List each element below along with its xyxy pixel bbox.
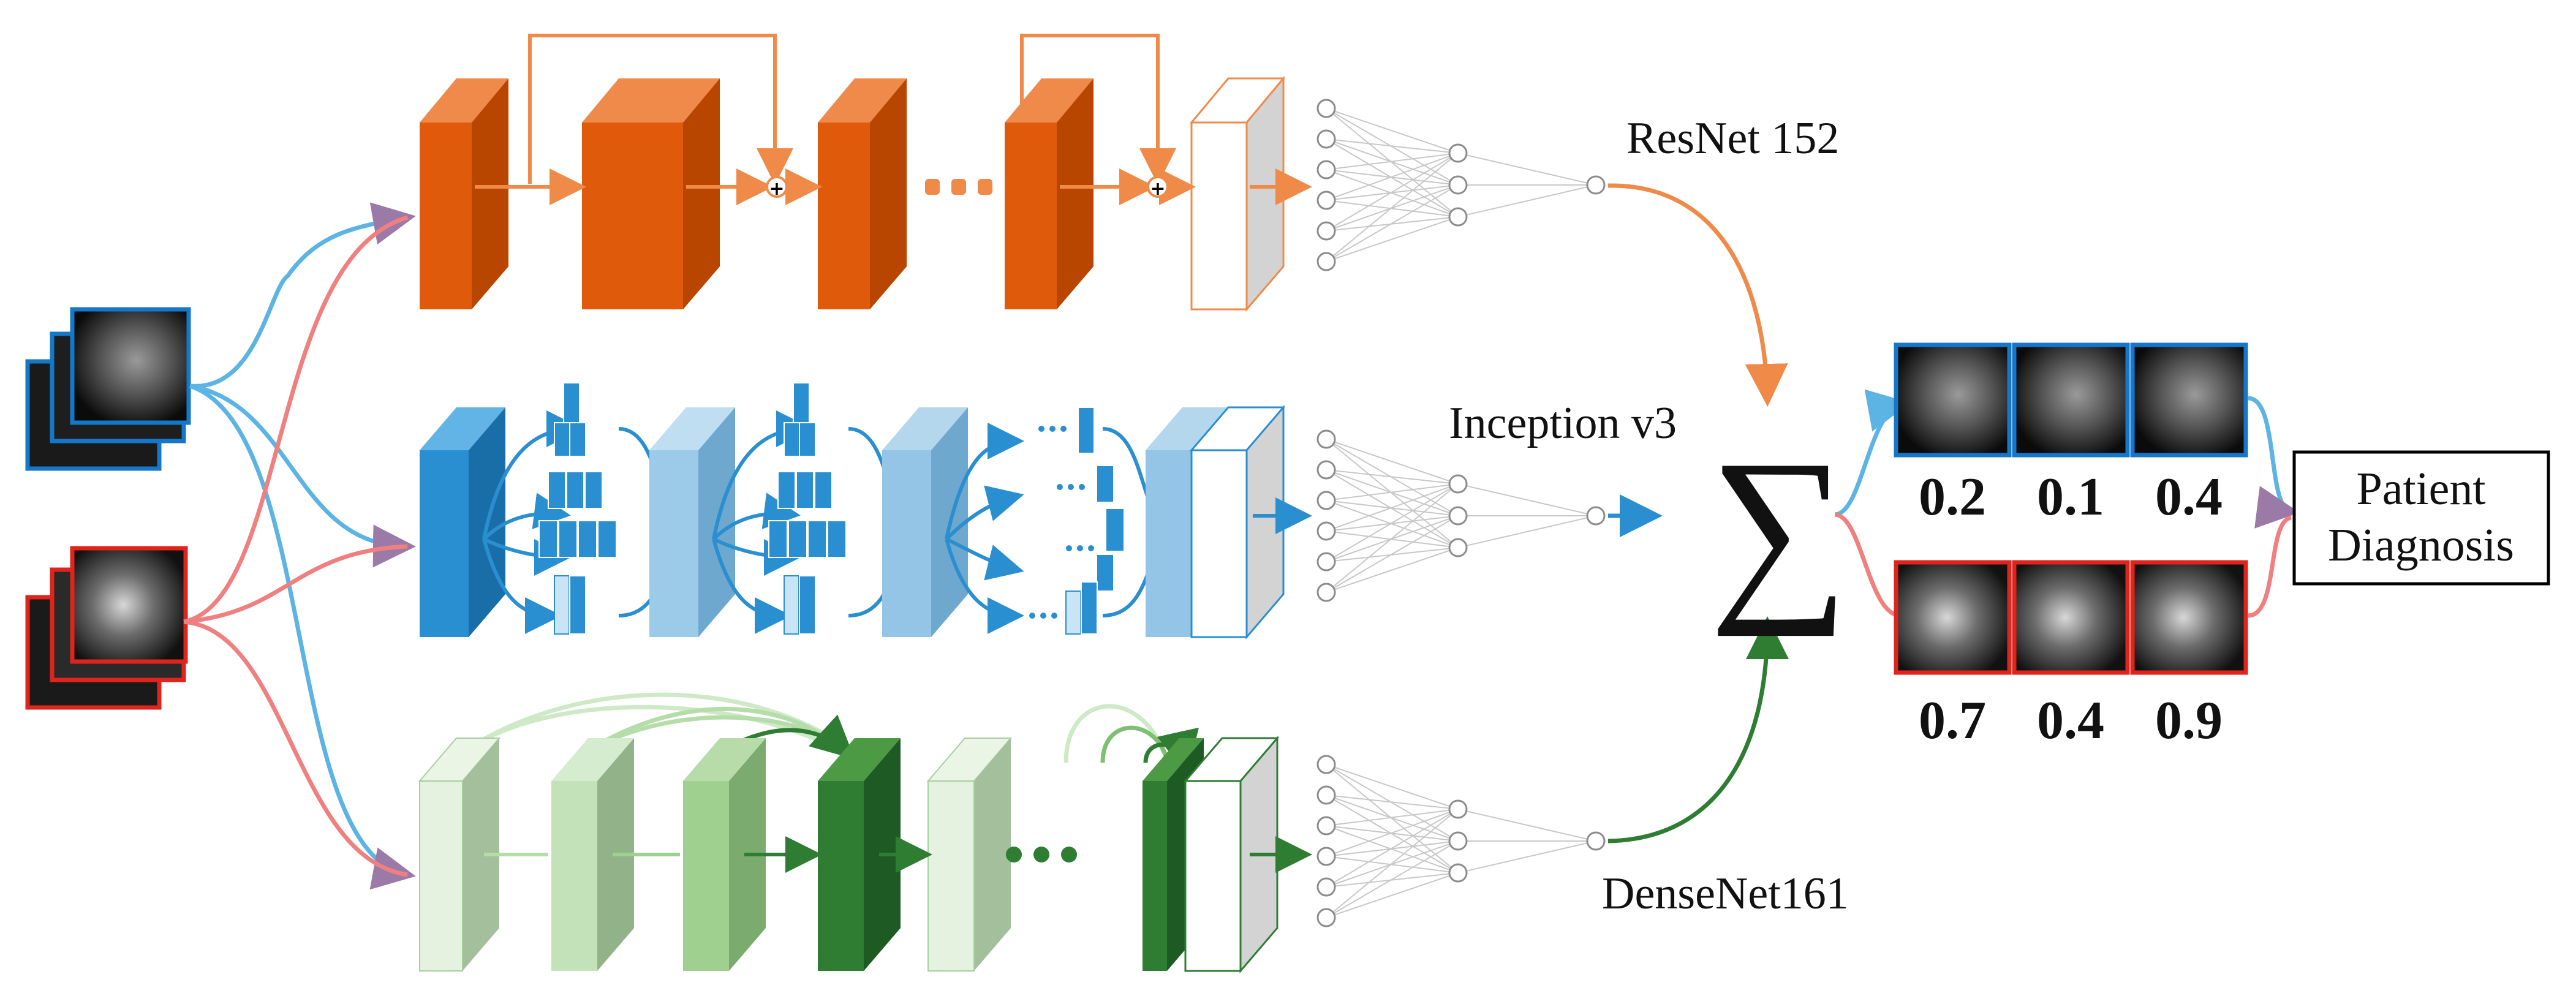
inception-module-2	[768, 382, 847, 635]
densenet-layer	[926, 738, 1013, 972]
inception-module-3	[1065, 407, 1125, 635]
inception-label: Inception v3	[1449, 398, 1677, 448]
resnet-fc-node	[1316, 160, 1336, 179]
resnet-fc-node	[1316, 221, 1336, 241]
densenet-fc-node	[1448, 831, 1468, 851]
densenet-fc-node	[1316, 877, 1336, 897]
inception-fc-node	[1316, 583, 1336, 602]
densenet-fc-node	[1448, 799, 1468, 819]
model-to-ensemble-paths	[1607, 183, 1789, 843]
resnet-layer	[818, 78, 907, 309]
densenet-branch	[418, 692, 1312, 974]
input-images-blue	[25, 307, 191, 471]
resnet-add-node: +	[1147, 176, 1169, 200]
inception-fc-node	[1448, 506, 1468, 526]
score-red-2: 0.4	[2037, 691, 2104, 750]
densenet-fc-node	[1316, 908, 1336, 927]
inception-fc-node	[1448, 538, 1468, 557]
densenet-label: DenseNet161	[1602, 869, 1849, 919]
resnet-fc-node	[1586, 175, 1606, 195]
scored-images-blue	[1894, 342, 2248, 458]
resnet-branch: + +	[420, 34, 1312, 312]
inception-feature-output	[1189, 404, 1286, 640]
resnet-layer	[1005, 78, 1093, 309]
fully-connected-heads	[1316, 99, 1606, 927]
input-routing-paths	[183, 202, 416, 890]
densenet-dense-connections	[464, 692, 1199, 774]
densenet-fc-node	[1316, 816, 1336, 836]
diagnosis-line-1: Patient	[2356, 463, 2485, 515]
inception-fc-node	[1316, 429, 1336, 449]
densenet-fc-node	[1316, 755, 1336, 774]
densenet-fc-head	[1316, 755, 1606, 927]
inception-layer	[882, 407, 968, 637]
patient-diagnosis-box: Patient Diagnosis	[2292, 450, 2550, 586]
svg-text:+: +	[1150, 178, 1165, 200]
resnet-ellipsis	[925, 179, 992, 195]
ensemble-sum-symbol: ∑	[1709, 420, 1849, 637]
resnet-fc-head	[1316, 99, 1606, 271]
resnet-fc-node	[1316, 99, 1336, 118]
densenet-layer	[418, 738, 501, 972]
resnet-fc-node	[1316, 129, 1336, 149]
inception-fc-node	[1316, 521, 1336, 541]
resnet-fc-node	[1316, 191, 1336, 210]
inception-fc-node	[1316, 552, 1336, 572]
inception-fc-node	[1586, 506, 1606, 526]
inception-layer	[420, 407, 505, 637]
inception-fc-node	[1316, 460, 1336, 480]
densenet-fc-node	[1316, 785, 1336, 805]
score-blue-2: 0.1	[2037, 467, 2104, 527]
resnet-add-node: +	[766, 176, 788, 200]
ensemble-split-paths	[1834, 389, 1911, 618]
scores-to-diagnosis-paths	[2248, 396, 2300, 618]
densenet-fc-node	[1448, 863, 1468, 883]
score-red-1: 0.7	[1919, 691, 1986, 750]
inception-module-1	[538, 382, 617, 635]
scored-images-red	[1894, 560, 2248, 675]
inception-branch	[420, 382, 1312, 640]
score-red-3: 0.9	[2155, 691, 2223, 750]
inception-ellipsis	[1029, 426, 1094, 619]
resnet-feature-output	[1189, 75, 1286, 312]
inception-layer	[649, 407, 735, 637]
svg-text:+: +	[769, 178, 784, 200]
score-blue-1: 0.2	[1919, 467, 1986, 527]
resnet-fc-node	[1448, 175, 1468, 195]
resnet-fc-node	[1448, 143, 1468, 163]
densenet-fc-node	[1316, 847, 1336, 866]
inception-fc-node	[1316, 491, 1336, 510]
inception-fc-node	[1448, 474, 1468, 494]
diagnosis-line-2: Diagnosis	[2328, 519, 2514, 571]
resnet-fc-node	[1316, 252, 1336, 271]
inception-fc-head	[1316, 429, 1606, 602]
input-images-red	[25, 546, 188, 710]
densenet-ellipsis	[1006, 847, 1077, 862]
resnet-layer	[420, 78, 508, 309]
score-blue-3: 0.4	[2155, 467, 2223, 527]
resnet-layer	[631, 78, 720, 309]
densenet-layer	[818, 738, 901, 971]
resnet-fc-node	[1448, 207, 1468, 227]
densenet-fc-node	[1586, 831, 1606, 851]
resnet-label: ResNet 152	[1626, 113, 1839, 164]
